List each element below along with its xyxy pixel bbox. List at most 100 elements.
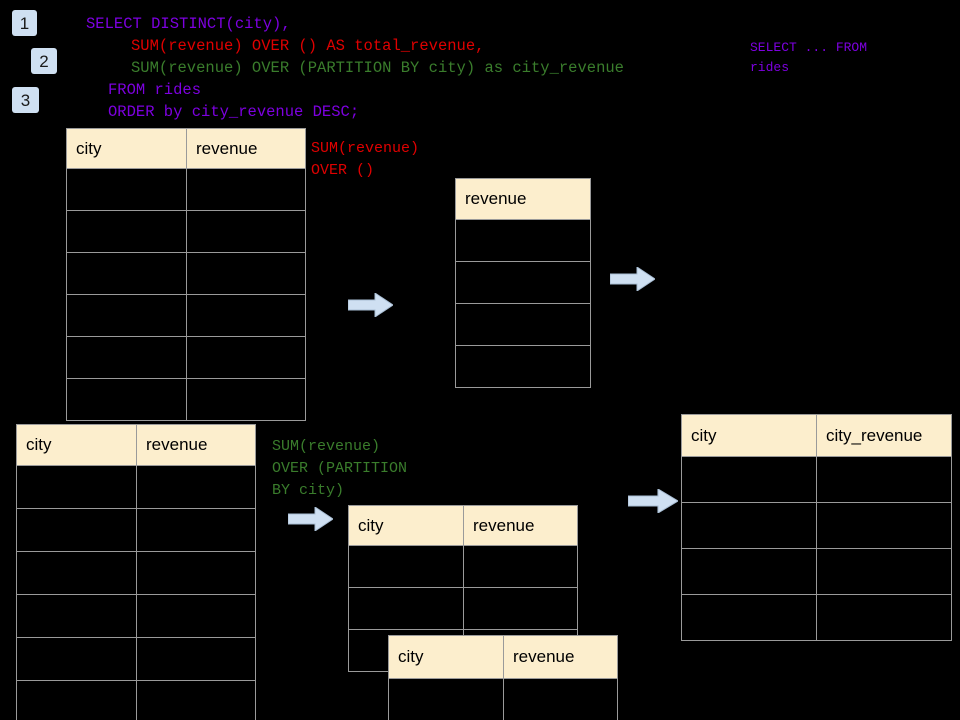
table-cell [186, 168, 306, 211]
table-cell [463, 587, 578, 630]
table-cell [388, 678, 504, 720]
city-revenue-annotation-line-1: SUM(revenue) [272, 438, 381, 455]
table-row [455, 261, 591, 304]
table-cell [186, 336, 306, 379]
table-cell [816, 594, 952, 641]
table-cell [16, 594, 137, 638]
sql-line-3: SUM(revenue) OVER (PARTITION BY city) as… [131, 59, 624, 77]
table-cell [66, 252, 187, 295]
column-header-revenue: revenue [463, 505, 578, 546]
column-header-city: city [66, 128, 187, 169]
city-revenue-annotation: SUM(revenue) OVER (PARTITION BY city) [272, 436, 407, 502]
table-cell [348, 545, 464, 588]
table-cell [66, 378, 187, 421]
table-cell [503, 678, 618, 720]
arrow-partition-to-result [628, 489, 678, 513]
column-header-revenue: revenue [455, 178, 591, 220]
step-badge-1: 1 [12, 10, 37, 36]
table-row [681, 456, 952, 503]
city-revenue-annotation-line-3: BY city) [272, 482, 345, 499]
table-cell [16, 680, 137, 720]
table-cell [136, 680, 256, 720]
table-row [66, 378, 306, 421]
table-cell [16, 637, 137, 681]
table-cell [136, 551, 256, 595]
table-cell [681, 594, 817, 641]
table-cell [136, 465, 256, 509]
table-row [16, 551, 256, 595]
table-row [16, 465, 256, 509]
sql-side-note-line-1: SELECT ... FROM [750, 40, 868, 55]
table-header-row: revenue [455, 178, 591, 220]
table-cell [816, 502, 952, 549]
sql-line-4: FROM rides [108, 81, 202, 99]
table-row [66, 252, 306, 295]
table-row [66, 168, 306, 211]
sql-line-5: ORDER by city_revenue DESC; [108, 103, 360, 121]
arrow-source-to-total [348, 293, 393, 317]
table-cell [681, 456, 817, 503]
table-cell [136, 508, 256, 552]
column-header-city: city [388, 635, 504, 679]
table-cell [66, 210, 187, 253]
arrow-total-to-result [610, 267, 655, 291]
step-badge-2: 2 [31, 48, 57, 74]
total-revenue-annotation: SUM(revenue) OVER () [311, 138, 419, 182]
table-row [455, 303, 591, 346]
total-revenue-table: revenue [455, 178, 591, 388]
sql-query-block: SELECT DISTINCT(city),SUM(revenue) OVER … [86, 13, 624, 123]
table-row [388, 678, 618, 720]
table-cell [186, 210, 306, 253]
arrow-source-to-partition [288, 507, 333, 531]
sql-line-2: SUM(revenue) OVER () AS total_revenue, [131, 37, 485, 55]
total-revenue-annotation-line-2: OVER () [311, 162, 375, 179]
table-row [16, 637, 256, 681]
table-cell [66, 168, 187, 211]
column-header-city: city [16, 424, 137, 466]
column-header-revenue: revenue [503, 635, 618, 679]
table-cell [16, 551, 137, 595]
table-cell [463, 545, 578, 588]
column-header-city_revenue: city_revenue [816, 414, 952, 457]
column-header-city: city [681, 414, 817, 457]
table-cell [16, 508, 137, 552]
table-cell [186, 252, 306, 295]
table-row [681, 502, 952, 549]
table-cell [186, 294, 306, 337]
city-revenue-annotation-line-2: OVER (PARTITION [272, 460, 408, 477]
table-cell [455, 345, 591, 388]
table-row [66, 210, 306, 253]
table-cell [455, 303, 591, 346]
table-cell [455, 219, 591, 262]
table-row [455, 345, 591, 388]
table-cell [136, 637, 256, 681]
table-row [348, 587, 578, 630]
table-cell [136, 594, 256, 638]
column-header-revenue: revenue [136, 424, 256, 466]
table-row [681, 548, 952, 595]
table-row [66, 294, 306, 337]
table-cell [186, 378, 306, 421]
table-cell [816, 456, 952, 503]
table-row [681, 594, 952, 641]
table-cell [348, 587, 464, 630]
table-cell [66, 294, 187, 337]
table-row [348, 545, 578, 588]
total-revenue-annotation-line-1: SUM(revenue) [311, 140, 420, 157]
table-row [16, 680, 256, 720]
table-cell [66, 336, 187, 379]
step-badge-3: 3 [12, 87, 39, 113]
table-row [455, 219, 591, 262]
column-header-revenue: revenue [186, 128, 306, 169]
table-cell [681, 548, 817, 595]
